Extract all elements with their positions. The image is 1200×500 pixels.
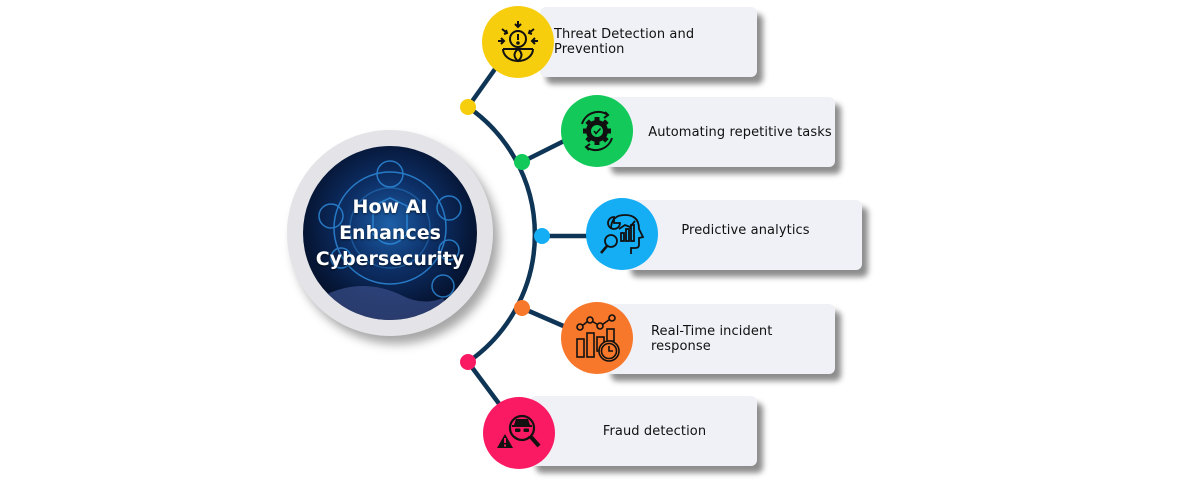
item-card-predictive-analytics: Predictive analytics [625,200,862,270]
node-dot-4 [514,300,530,316]
hub-title-line-3: Cybersecurity [315,248,465,270]
spy-magnifier-warning-icon [497,414,541,448]
node-dot-1 [460,99,476,115]
threat-alert-globe-icon [498,21,538,63]
node-dot-3 [534,228,550,244]
gear-check-cycle-icon [581,110,613,152]
head-analytics-magnifier-icon [600,214,645,254]
item-icon-circle-3 [586,198,658,270]
item-icon-circle-5 [483,397,555,469]
item-card-threat-detection: Threat Detection and Prevention [540,7,757,77]
hub-image: How AI Enhances Cybersecurity [303,146,477,320]
hub-title-line-2: Enhances [339,222,441,244]
item-card-realtime-incident: Real-Time incident response [605,304,835,374]
item-label: Real-Time incident response [651,324,773,354]
cyber-network-icon [318,160,462,320]
node-dot-5 [460,354,476,370]
item-label: Automating repetitive tasks [648,124,832,140]
item-icon-circle-1 [482,6,554,78]
item-card-fraud-detection: Fraud detection [530,396,757,466]
item-icon-circle-2 [561,95,633,167]
node-dot-2 [514,154,530,170]
item-label: Predictive analytics [681,222,810,238]
item-label: Threat Detection and Prevention [554,27,695,57]
hub-title-line-1: How AI [352,196,428,218]
hub-title: How AI Enhances Cybersecurity [303,146,477,320]
chart-clock-icon [576,314,620,362]
item-label: Fraud detection [602,423,707,439]
item-card-automating-tasks: Automating repetitive tasks [605,97,835,167]
item-icon-circle-4 [561,302,633,374]
